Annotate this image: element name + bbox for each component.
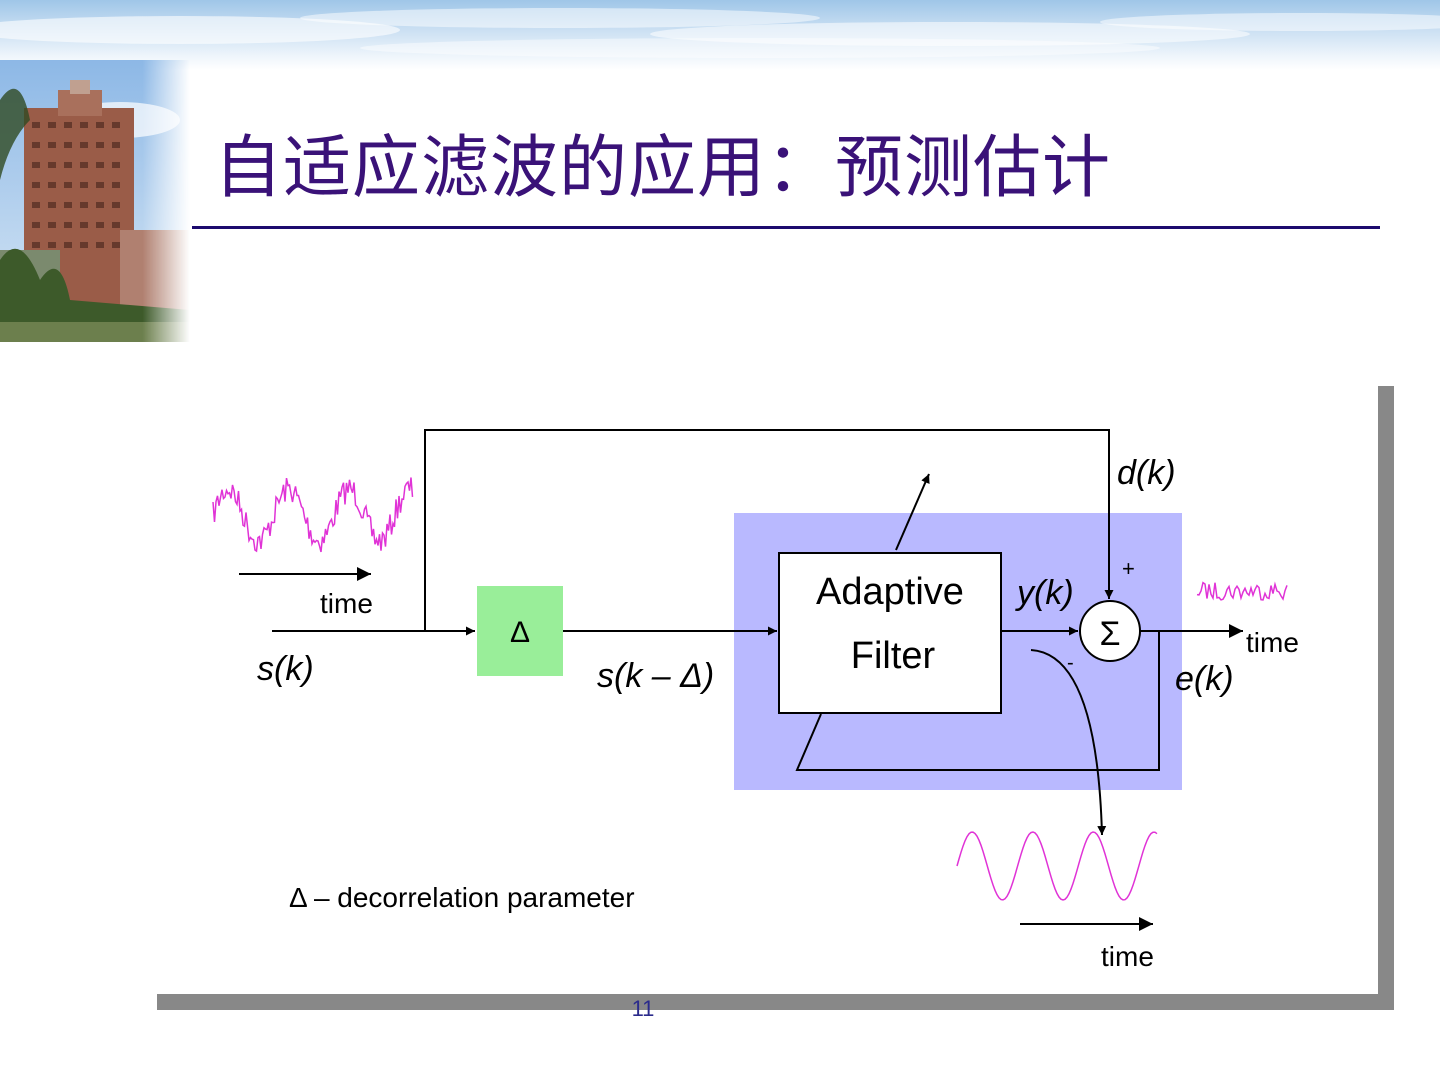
adaptation-arrow xyxy=(895,473,930,551)
panel-shadow-right xyxy=(1378,386,1394,1010)
page-number: 11 xyxy=(631,996,655,1021)
time-label-output: time xyxy=(1246,627,1299,658)
diagram-panel: Δ Adaptive Filter Σ + - time s(k) xyxy=(157,384,1378,994)
delayed-signal-label: s(k – Δ) xyxy=(597,657,714,695)
error-signal-label: e(k) xyxy=(1175,660,1234,698)
adaptive-prediction-diagram: Δ Adaptive Filter Σ + - time s(k) xyxy=(212,429,1299,972)
decorrelation-legend: Δ – decorrelation parameter xyxy=(289,882,635,913)
time-label-input: time xyxy=(320,588,373,619)
panel-shadow-bottom xyxy=(157,994,1394,1010)
adaptive-filter-block xyxy=(778,552,1002,714)
filter-output-label: y(k) xyxy=(1015,574,1074,612)
slide-title: 自适应滤波的应用：预测估计 xyxy=(214,129,1112,208)
desired-signal-label: d(k) xyxy=(1117,454,1176,492)
summer-symbol: Σ xyxy=(1099,615,1120,653)
delay-symbol: Δ xyxy=(510,616,530,649)
sky-banner xyxy=(0,0,1440,70)
input-signal-label: s(k) xyxy=(257,650,314,688)
minus-sign: - xyxy=(1067,652,1074,674)
prediction-output-arrow xyxy=(1030,649,1107,836)
filter-label-line1: Adaptive xyxy=(816,571,964,613)
error-feedback-line xyxy=(795,631,1160,771)
filter-label-line2: Filter xyxy=(851,635,936,677)
predicted-sine-waveform xyxy=(956,831,1158,901)
delay-block xyxy=(477,586,563,676)
campus-building-photo xyxy=(0,60,190,342)
signal-lines xyxy=(239,429,1243,931)
desired-path-arrow xyxy=(424,429,1114,631)
time-label-prediction: time xyxy=(1101,941,1154,972)
cloud-decoration xyxy=(0,8,1440,58)
title-underline xyxy=(192,226,1380,229)
error-noise-waveform xyxy=(1196,581,1288,601)
plus-sign: + xyxy=(1122,556,1135,581)
noisy-input-waveform xyxy=(212,477,414,553)
